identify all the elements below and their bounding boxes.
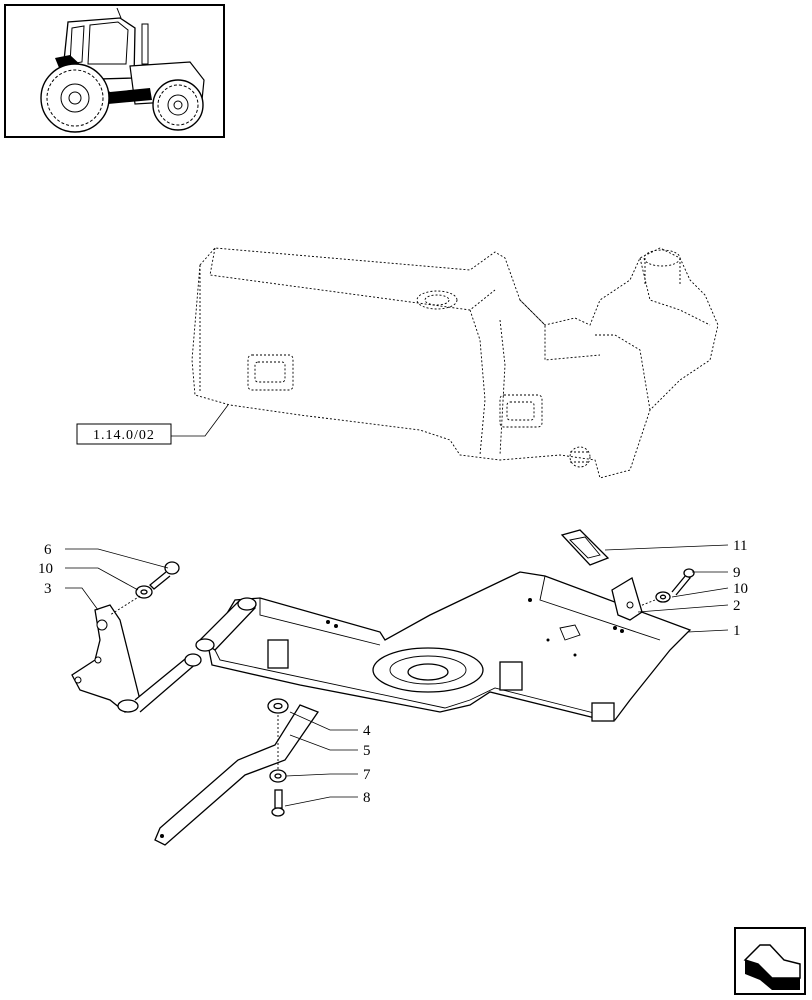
strap-5 [154,704,320,846]
callout-6: 6 [44,542,52,558]
callout-2: 2 [733,598,741,614]
washer-10-right [655,591,671,603]
callout-7: 7 [363,767,371,783]
small-bracket-2 [611,577,643,621]
callout-8: 8 [363,790,371,806]
tractor-icon [40,7,205,133]
washer-7 [269,769,287,783]
roller [195,597,257,652]
callout-5: 5 [363,743,371,759]
reference-box[interactable]: 1.14.0/02 [76,404,229,445]
callout-10-right: 10 [733,581,748,597]
left-bracket [71,604,202,713]
fuel-tank-phantom [191,247,719,479]
callout-10-left: 10 [38,561,53,577]
bolt-8 [271,789,285,817]
leader-lines [65,544,729,807]
callout-3: 3 [44,581,52,597]
back-arrow-icon [743,944,801,990]
reference-label: 1.14.0/02 [93,428,155,443]
tractor-thumbnail [4,4,225,138]
callout-9: 9 [733,565,741,581]
callout-4: 4 [363,723,371,739]
tank-support-tray [207,571,692,722]
pad-11 [560,529,610,566]
bolt-6 [149,561,180,590]
back-nav-button[interactable] [734,927,806,995]
callout-1: 1 [733,623,741,639]
washer-10-left [135,585,153,599]
bolt-9 [671,568,695,596]
callout-11: 11 [733,538,747,554]
washer-4 [267,698,289,714]
